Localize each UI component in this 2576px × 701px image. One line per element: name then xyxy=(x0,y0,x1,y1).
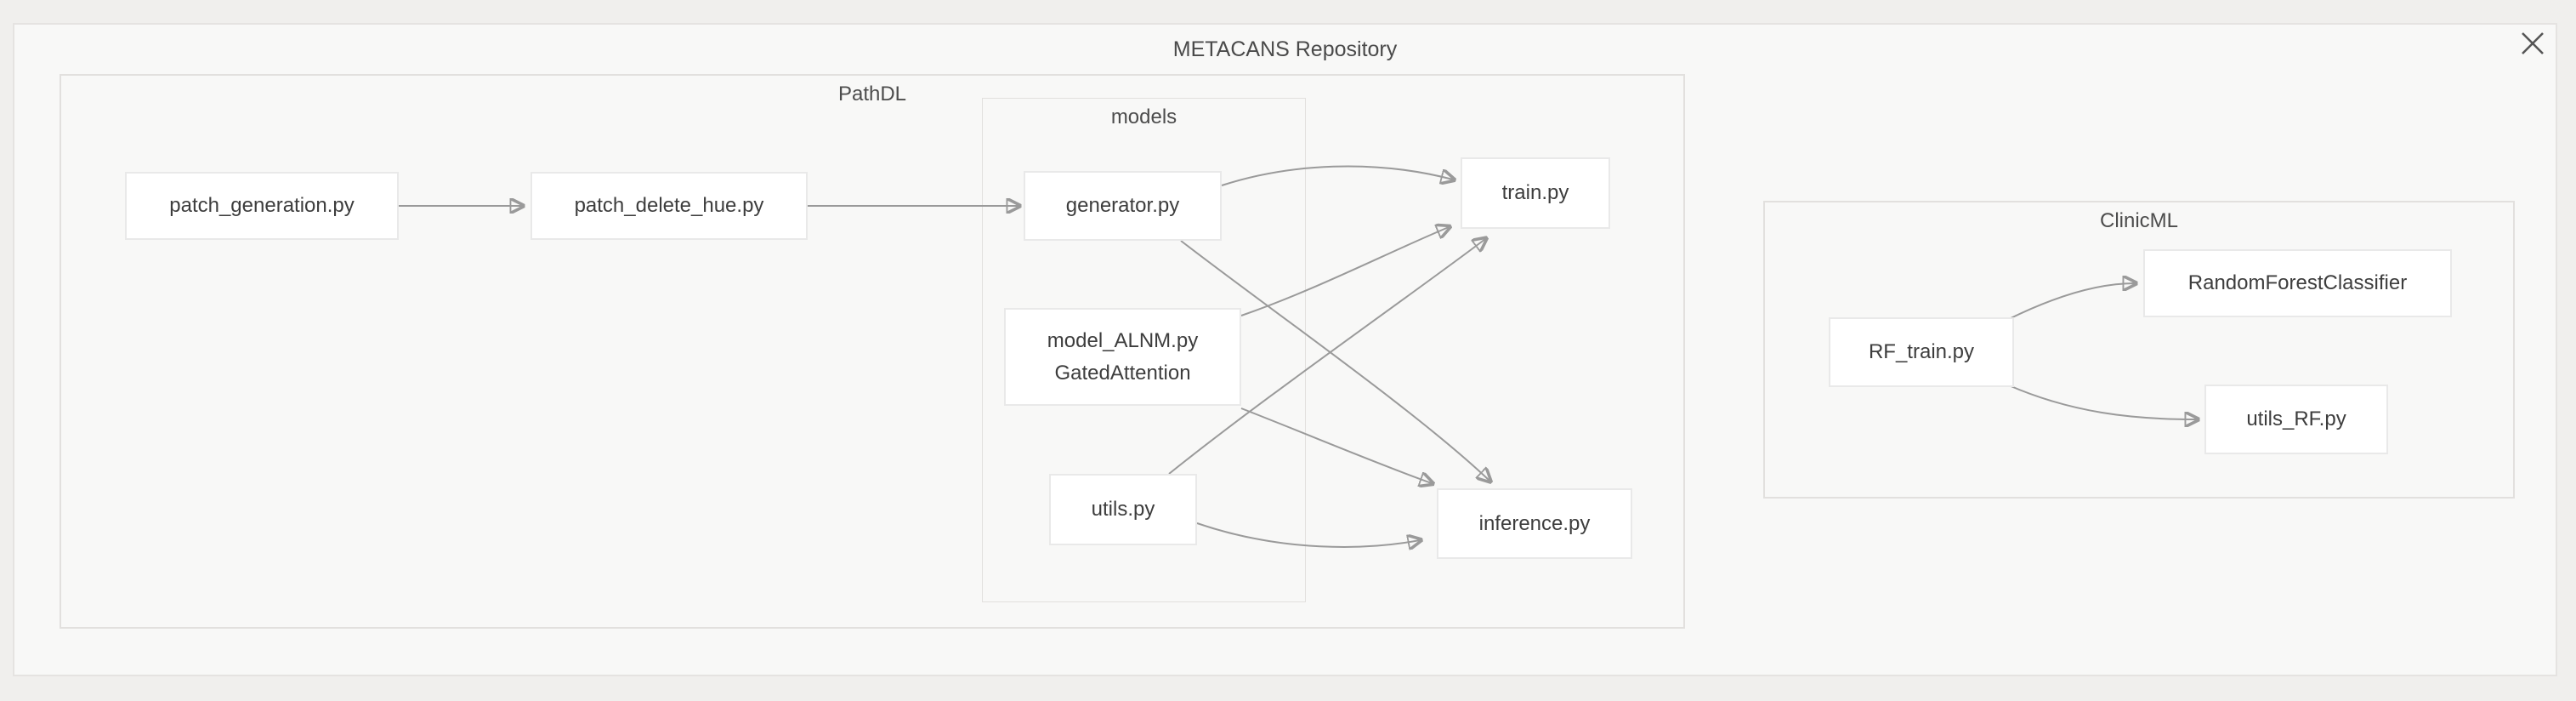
node-train: train.py xyxy=(1461,157,1610,229)
node-rf-train: RF_train.py xyxy=(1829,317,2014,387)
group-models-label: models xyxy=(1110,105,1177,128)
node-random-forest-classifier: RandomForestClassifier xyxy=(2143,249,2452,317)
group-clinicml-label: ClinicML xyxy=(2099,209,2178,232)
node-label: train.py xyxy=(1501,181,1569,205)
group-pathdl: PathDL xyxy=(60,74,1685,629)
node-label: utils.py xyxy=(1091,498,1155,521)
node-patch-delete-hue: patch_delete_hue.py xyxy=(531,172,808,240)
node-label: inference.py xyxy=(1478,511,1591,535)
node-label: utils_RF.py xyxy=(2246,407,2346,431)
close-button[interactable] xyxy=(2517,28,2548,59)
node-label: RandomForestClassifier xyxy=(2187,271,2408,295)
node-model-alnm: model_ALNM.py GatedAttention xyxy=(1004,308,1241,406)
page-title: METACANS Repository xyxy=(1172,37,1398,61)
group-pathdl-label: PathDL xyxy=(837,83,907,105)
node-label: RF_train.py xyxy=(1868,340,1975,364)
node-label: patch_generation.py xyxy=(169,194,355,218)
close-icon xyxy=(2522,32,2544,54)
node-inference: inference.py xyxy=(1437,488,1632,559)
node-generator: generator.py xyxy=(1024,171,1222,241)
node-utils: utils.py xyxy=(1049,474,1197,545)
node-label: model_ALNM.py xyxy=(1047,329,1199,353)
metacans-repository-panel: METACANS Repository PathDL models Clinic… xyxy=(13,23,2557,676)
group-clinicml: ClinicML xyxy=(1763,201,2515,499)
node-sublabel: GatedAttention xyxy=(1054,361,1191,385)
node-label: generator.py xyxy=(1065,194,1180,218)
node-patch-generation: patch_generation.py xyxy=(125,172,399,240)
node-utils-rf: utils_RF.py xyxy=(2204,385,2388,454)
node-label: patch_delete_hue.py xyxy=(574,194,764,218)
